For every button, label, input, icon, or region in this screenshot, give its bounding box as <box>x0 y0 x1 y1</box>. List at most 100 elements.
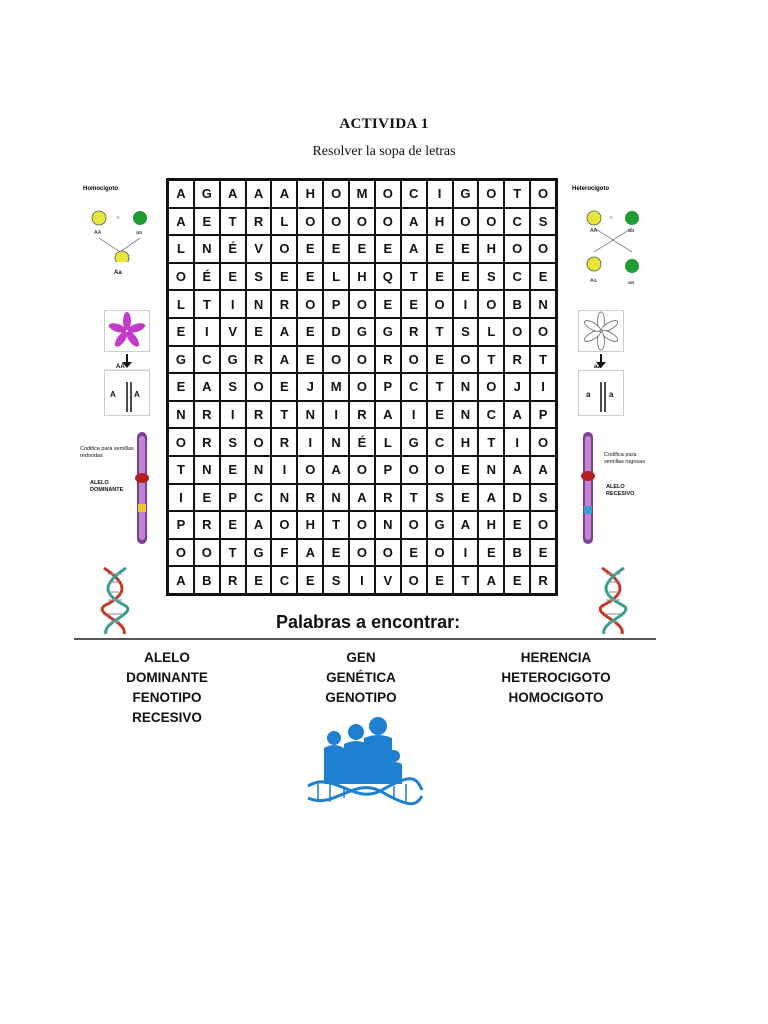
grid-cell: N <box>193 456 220 484</box>
grid-cell: P <box>219 483 246 512</box>
grid-cell: T <box>452 566 479 594</box>
grid-cell: R <box>271 290 298 318</box>
heterocygote-cross-diagram: Heterocigoto × Aa aa <box>572 186 639 286</box>
grid-cell: R <box>297 483 324 512</box>
grid-cell: T <box>219 538 246 567</box>
grid-cell: E <box>297 566 324 594</box>
grid-cell: P <box>530 400 556 429</box>
heterocygote-label: Heterocigoto <box>572 186 609 192</box>
grid-cell: T <box>426 318 453 346</box>
grid-cell: E <box>245 318 272 346</box>
grid-cell: H <box>478 511 505 539</box>
grid-cell: O <box>530 428 556 456</box>
grid-cell: H <box>297 180 324 208</box>
grid-cell: O <box>323 207 350 236</box>
word-item: HERENCIA <box>520 650 592 665</box>
word-item: HOMOCIGOTO <box>508 690 604 705</box>
word-item: DOMINANTE <box>126 670 208 685</box>
grid-cell: S <box>245 262 272 291</box>
grid-cell: C <box>271 566 298 594</box>
grid-cell: E <box>271 373 298 401</box>
grid-cell: I <box>452 538 479 567</box>
grid-cell: E <box>426 262 453 291</box>
grid-cell: O <box>297 456 324 484</box>
genotype-label: AA <box>590 228 598 234</box>
green-seed-icon <box>625 259 639 273</box>
grid-cell: E <box>452 456 479 484</box>
grid-cell: N <box>193 235 220 263</box>
yellow-seed-icon <box>586 256 602 272</box>
grid-cell: H <box>478 235 505 263</box>
grid-cell: R <box>193 511 220 539</box>
grid-cell: I <box>168 483 194 512</box>
grid-cell: C <box>478 400 505 429</box>
grid-cell: N <box>271 483 298 512</box>
grid-cell: E <box>168 318 194 346</box>
grid-cell: O <box>168 262 194 291</box>
grid-cell: S <box>530 483 556 512</box>
grid-cell: O <box>245 428 272 456</box>
grid-cell: E <box>426 400 453 429</box>
grid-cell: A <box>452 511 479 539</box>
grid-cell: O <box>400 566 427 594</box>
grid-cell: O <box>478 207 505 236</box>
grid-cell: G <box>426 511 453 539</box>
grid-cell: E <box>297 235 324 263</box>
grid-cell: J <box>297 373 324 401</box>
grid-cell: C <box>504 207 531 236</box>
grid-cell: O <box>297 290 324 318</box>
grid-cell: I <box>271 456 298 484</box>
grid-cell: I <box>504 428 531 456</box>
grid-cell: E <box>400 290 427 318</box>
grid-cell: N <box>323 428 350 456</box>
grid-cell: L <box>168 235 194 263</box>
grid-cell: E <box>400 538 427 567</box>
allele-diagram-right <box>578 354 624 416</box>
grid-cell: P <box>323 290 350 318</box>
grid-cell: G <box>219 345 246 374</box>
activity-title: ACTIVIDA 1 <box>339 116 429 132</box>
grid-cell: R <box>530 566 556 594</box>
flower-genotype: aa <box>594 364 601 370</box>
grid-cell: A <box>478 483 505 512</box>
grid-cell: E <box>530 262 556 291</box>
grid-cell: N <box>478 456 505 484</box>
grid-cell: C <box>426 428 453 456</box>
grid-cell: G <box>245 538 272 567</box>
grid-cell: R <box>504 345 531 374</box>
grid-cell: T <box>504 180 531 208</box>
grid-cell: L <box>478 318 505 346</box>
allele-letter: a <box>609 390 614 399</box>
genotype-label: aa <box>628 280 635 286</box>
grid-cell: H <box>349 262 375 291</box>
word-item: RECESIVO <box>132 710 202 725</box>
grid-cell: E <box>452 262 479 291</box>
grid-cell: E <box>193 207 220 236</box>
allele-diagram-left <box>104 354 150 416</box>
green-seed-icon <box>625 211 639 225</box>
grid-cell: S <box>323 566 350 594</box>
grid-cell: E <box>478 538 505 567</box>
grid-cell: T <box>323 511 350 539</box>
grid-cell: B <box>504 538 531 567</box>
grid-cell: S <box>452 318 479 346</box>
grid-cell: N <box>374 511 401 539</box>
grid-cell: O <box>349 511 375 539</box>
grid-cell: O <box>452 207 479 236</box>
grid-cell: E <box>452 235 479 263</box>
yellow-seed-icon <box>114 250 130 262</box>
chromosome-note: Codifica para semillas redondas <box>80 446 134 459</box>
grid-cell: O <box>400 456 427 484</box>
word-list-column-1: ALELO DOMINANTE FENOTIPO RECESIVO <box>112 648 222 728</box>
allele-recessive-label: ALELO RECESIVO <box>606 484 635 497</box>
grid-cell: R <box>193 428 220 456</box>
grid-cell: R <box>245 400 272 429</box>
word-item: ALELO <box>144 650 190 665</box>
grid-cell: O <box>271 235 298 263</box>
grid-cell: O <box>297 207 324 236</box>
grid-cell: J <box>504 373 531 401</box>
grid-cell: E <box>168 373 194 401</box>
grid-cell: T <box>271 400 298 429</box>
flower-genotype: AA <box>116 364 125 370</box>
